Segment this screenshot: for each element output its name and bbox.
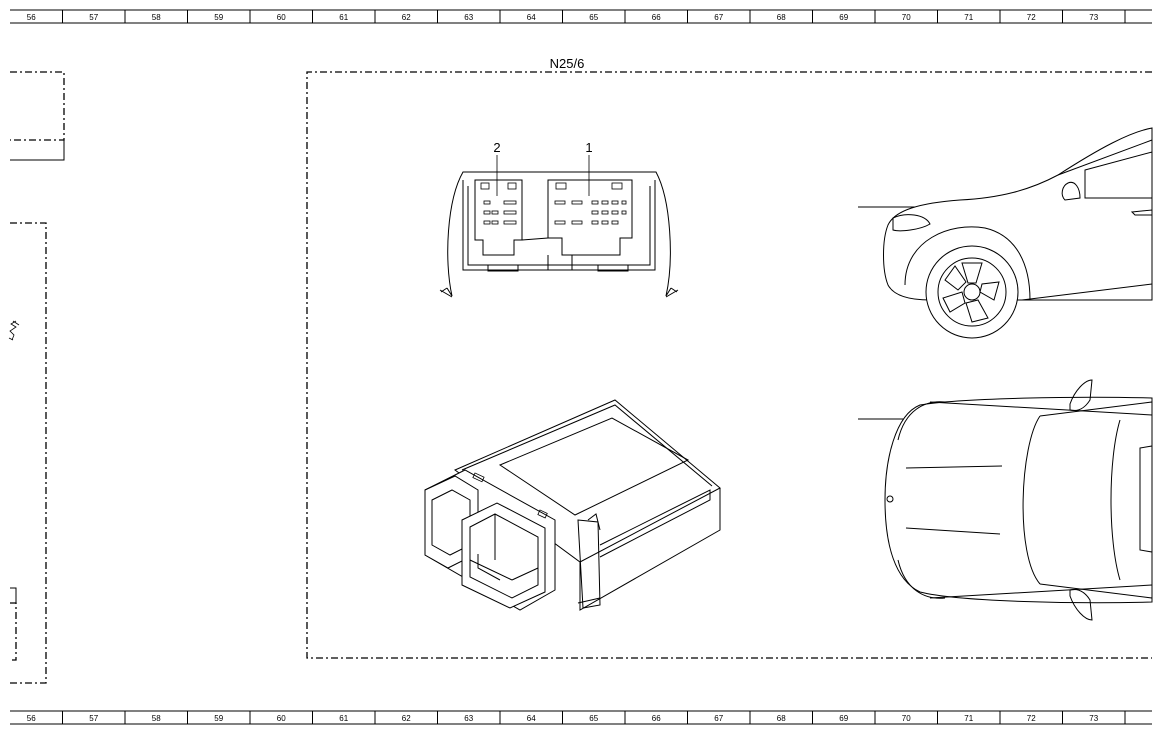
top-ruler-column-label: 72 bbox=[1027, 13, 1036, 22]
pin-contact bbox=[611, 210, 619, 215]
bottom-ruler-column-label: 62 bbox=[402, 714, 411, 723]
pin-contact bbox=[483, 200, 491, 205]
pin-contact bbox=[554, 220, 566, 225]
bottom-ruler-column-label: 71 bbox=[964, 714, 973, 723]
top-ruler-column-label: 62 bbox=[402, 13, 411, 22]
top-ruler-column-label: 63 bbox=[464, 13, 473, 22]
bottom-ruler-column-label: 70 bbox=[902, 714, 911, 723]
pin-contact bbox=[491, 220, 499, 225]
bottom-ruler-column-label: 65 bbox=[589, 714, 598, 723]
left-partial-box-upper bbox=[10, 71, 65, 161]
connector-face-view: 2 1 bbox=[439, 140, 679, 298]
pin-contact bbox=[621, 200, 627, 205]
pin-contact bbox=[571, 200, 583, 205]
top-ruler-column-label: 65 bbox=[589, 13, 598, 22]
bottom-ruler-column-label: 59 bbox=[214, 714, 223, 723]
pin-contact bbox=[483, 210, 491, 215]
top-ruler-column-label: 69 bbox=[839, 13, 848, 22]
bottom-ruler-column-label: 68 bbox=[777, 714, 786, 723]
pin-contact bbox=[571, 220, 583, 225]
top-ruler-column-label: 73 bbox=[1089, 13, 1098, 22]
top-ruler-column-label: 59 bbox=[214, 13, 223, 22]
pin-contact bbox=[621, 210, 627, 215]
pin-contact bbox=[591, 200, 599, 205]
pin-label-1: 1 bbox=[585, 140, 592, 155]
top-ruler-column-label: 68 bbox=[777, 13, 786, 22]
bottom-ruler: 56 57 58 59 60 61 62 63 64 65 66 67 68 69 70 71 72 73 bbox=[10, 710, 1152, 725]
top-ruler-column-label: 58 bbox=[152, 13, 161, 22]
pin-label-2: 2 bbox=[493, 140, 500, 155]
bottom-ruler-column-label: 58 bbox=[152, 714, 161, 723]
pin-contact bbox=[503, 210, 517, 215]
component-label: N25/6 bbox=[550, 56, 585, 71]
vehicle-top-view bbox=[858, 379, 1153, 621]
bottom-ruler-column-label: 72 bbox=[1027, 714, 1036, 723]
left-partial-box-lower bbox=[10, 222, 47, 684]
pin-contact bbox=[554, 200, 566, 205]
bottom-ruler-column-label: 64 bbox=[527, 714, 536, 723]
bottom-ruler-column-label: 60 bbox=[277, 714, 286, 723]
bottom-ruler-column-label: 63 bbox=[464, 714, 473, 723]
pin-contact bbox=[491, 210, 499, 215]
top-ruler-column-label: 70 bbox=[902, 13, 911, 22]
pin-contact bbox=[611, 200, 619, 205]
pin-contact bbox=[591, 210, 599, 215]
bottom-ruler-column-label: 56 bbox=[27, 714, 36, 723]
top-ruler: 56 57 58 59 60 61 62 63 64 65 66 67 68 69 70 71 72 73 bbox=[10, 9, 1152, 24]
bottom-ruler-column-label: 73 bbox=[1089, 714, 1098, 723]
pin-contact bbox=[601, 220, 609, 225]
vehicle-side-view bbox=[858, 127, 1153, 339]
top-ruler-column-label: 66 bbox=[652, 13, 661, 22]
top-ruler-column-label: 60 bbox=[277, 13, 286, 22]
component-frame: N25/6 bbox=[306, 56, 1152, 659]
pin-contact bbox=[483, 220, 491, 225]
bottom-ruler-column-label: 69 bbox=[839, 714, 848, 723]
bottom-ruler-column-label: 61 bbox=[339, 714, 348, 723]
pin-contact bbox=[611, 220, 619, 225]
top-ruler-column-label: 67 bbox=[714, 13, 723, 22]
bottom-ruler-column-label: 66 bbox=[652, 714, 661, 723]
top-ruler-column-label: 61 bbox=[339, 13, 348, 22]
top-ruler-column-label: 56 bbox=[27, 13, 36, 22]
bottom-ruler-column-label: 57 bbox=[89, 714, 98, 723]
pin-contact bbox=[591, 220, 599, 225]
top-ruler-column-label: 71 bbox=[964, 13, 973, 22]
pin-contact bbox=[503, 200, 517, 205]
bottom-ruler-column-label: 67 bbox=[714, 714, 723, 723]
pin-contact bbox=[601, 210, 609, 215]
resistor-symbol bbox=[8, 320, 20, 341]
top-ruler-column-label: 64 bbox=[527, 13, 536, 22]
module-isometric-view bbox=[424, 399, 721, 611]
pin-contact bbox=[601, 200, 609, 205]
top-ruler-column-label: 57 bbox=[89, 13, 98, 22]
pin-contact bbox=[503, 220, 517, 225]
